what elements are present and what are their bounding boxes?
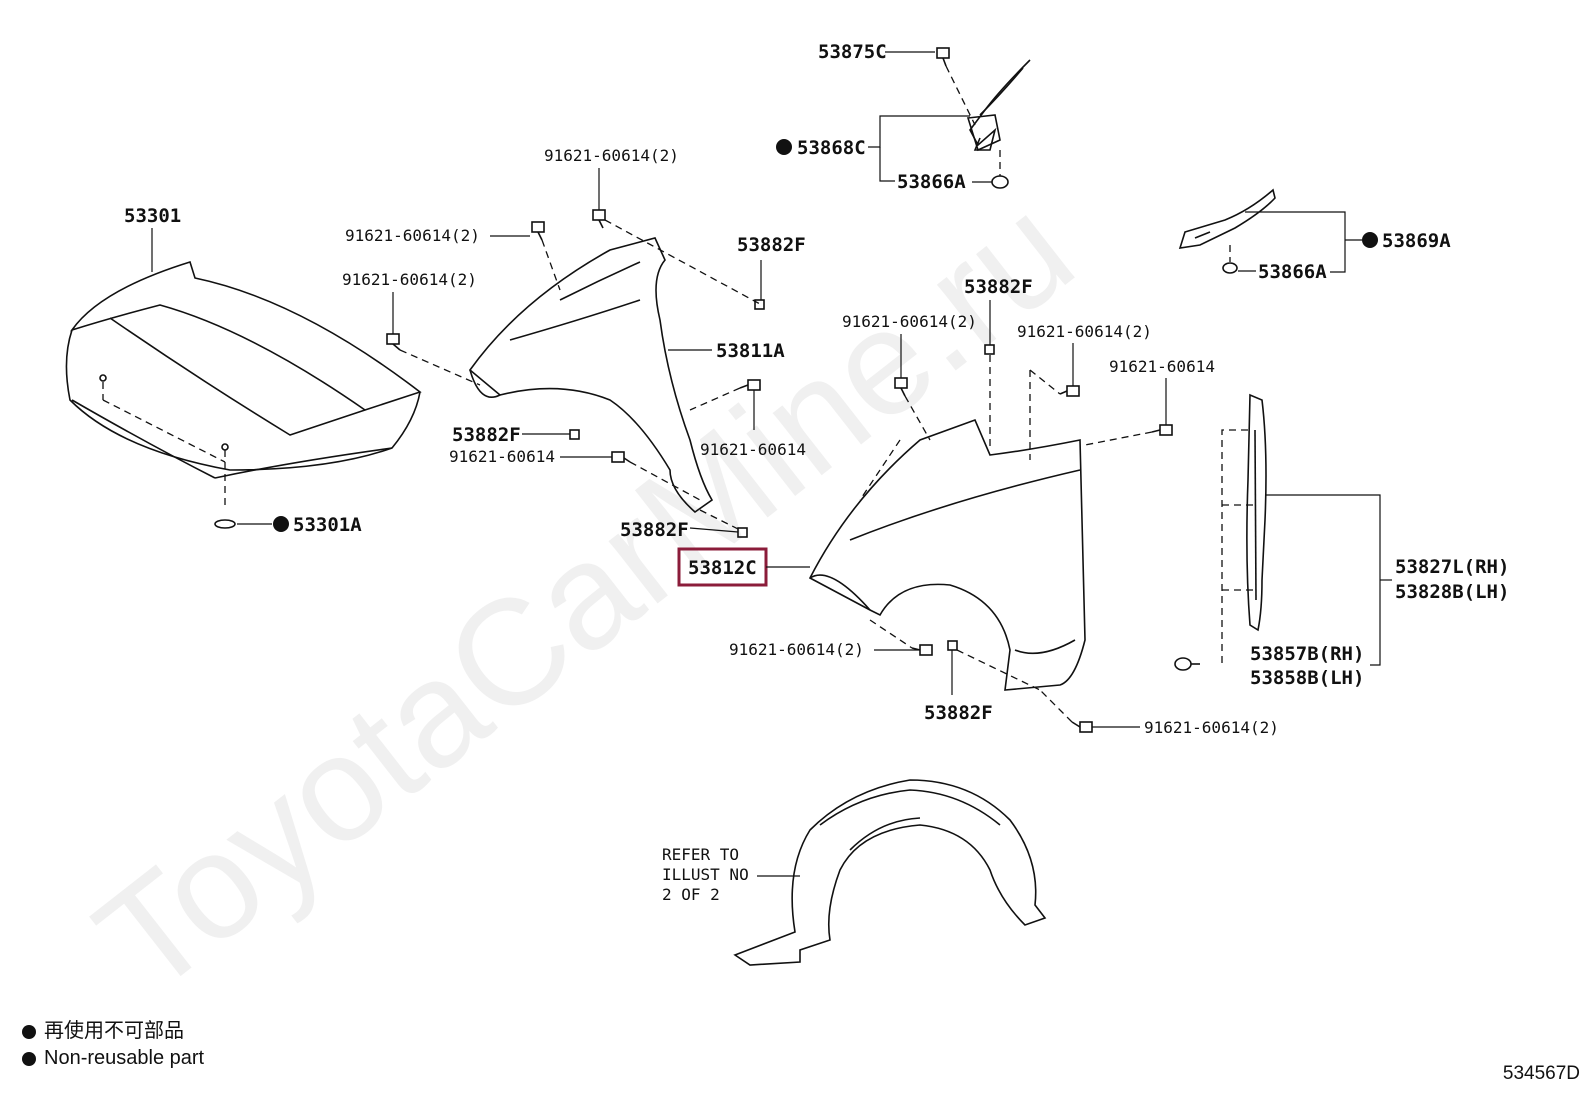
watermark-text: ToyotaCarMine.ru — [66, 164, 1102, 1025]
bolt-icon[interactable] — [936, 47, 950, 67]
bolt-label-lower: 91621-60614(2) — [729, 640, 864, 659]
bolt-icon[interactable] — [1071, 721, 1093, 733]
bolt-icon[interactable] — [592, 209, 606, 229]
non-reusable-marker — [273, 516, 289, 532]
bolt-icon[interactable] — [386, 333, 401, 351]
clip-label-top-right: 53866A — [897, 171, 966, 193]
clip-label-top: 53882F — [737, 234, 806, 256]
bolt-icon[interactable] — [531, 221, 545, 241]
bolt-label-left: 91621-60614 — [449, 447, 555, 466]
panel-label-lh: 53828B(LH) — [1395, 581, 1509, 603]
fender-label[interactable]: 53812C — [688, 557, 757, 579]
side-panel-part[interactable] — [1246, 393, 1267, 632]
legend-jp: 再使用不可部品 — [44, 1020, 184, 1042]
refer-text-3: 2 OF 2 — [662, 885, 720, 904]
inner-fender-liner-part[interactable] — [733, 779, 1047, 966]
legend: 再使用不可部品 Non-reusable part — [22, 1018, 204, 1072]
panel-label-rh: 53827L(RH) — [1395, 556, 1509, 578]
seal-label-upper: 53868C — [797, 137, 866, 159]
clip-icon[interactable] — [754, 299, 765, 310]
clip-icon[interactable] — [737, 527, 748, 538]
clip-icon[interactable] — [1174, 657, 1200, 671]
fender-seal-right-part[interactable] — [1178, 188, 1276, 249]
bolt-label-top-3: 91621-60614(2) — [342, 270, 477, 289]
clip-label-right: 53866A — [1258, 261, 1327, 283]
hood-part[interactable] — [65, 260, 422, 479]
bolt-icon[interactable] — [1059, 385, 1080, 397]
clip-icon[interactable] — [1222, 262, 1238, 274]
bolt-label-top-1: 91621-60614(2) — [544, 146, 679, 165]
hood-grommet-part[interactable] — [214, 519, 236, 529]
bolt-label-mid-1: 91621-60614(2) — [842, 312, 977, 331]
clip-label-rh: 53857B(RH) — [1250, 643, 1364, 665]
seal-label-right: 53869A — [1382, 230, 1451, 252]
clip-label-mid: 53882F — [964, 276, 1033, 298]
figure-id: 534567D — [1502, 1063, 1580, 1084]
bolt-label-right: 91621-60614 — [700, 440, 806, 459]
bolt-label-mid-2: 91621-60614(2) — [1017, 322, 1152, 341]
clip-icon[interactable] — [947, 640, 958, 651]
clip-label-lower: 53882F — [924, 702, 993, 724]
refer-text-1: REFER TO — [662, 845, 739, 864]
non-reusable-marker — [1362, 232, 1378, 248]
clip-label-left: 53882F — [452, 424, 521, 446]
clip-label-bottom-left: 53882F — [620, 519, 689, 541]
bracket-label: 53875C — [818, 41, 887, 63]
front-fender-part[interactable] — [808, 418, 1086, 691]
clip-label-lh: 53858B(LH) — [1250, 667, 1364, 689]
non-reusable-marker — [22, 1051, 36, 1066]
bolt-label-top-2: 91621-60614(2) — [345, 226, 480, 245]
bolt-label-mid-3: 91621-60614 — [1109, 357, 1215, 376]
fender-seal-upper-part[interactable] — [966, 59, 1031, 152]
non-reusable-marker — [776, 139, 792, 155]
legend-en: Non-reusable part — [44, 1047, 205, 1069]
bolt-label-bottom: 91621-60614(2) — [1144, 718, 1279, 737]
hood-grommet-label: 53301A — [293, 514, 362, 536]
fender-liner-part[interactable] — [468, 237, 714, 514]
non-reusable-marker — [22, 1024, 36, 1039]
clip-icon[interactable] — [569, 429, 580, 440]
liner-label: 53811A — [716, 340, 785, 362]
hood-label: 53301 — [124, 205, 181, 227]
refer-text-2: ILLUST NO — [662, 865, 749, 884]
bolt-icon[interactable] — [1151, 424, 1173, 436]
